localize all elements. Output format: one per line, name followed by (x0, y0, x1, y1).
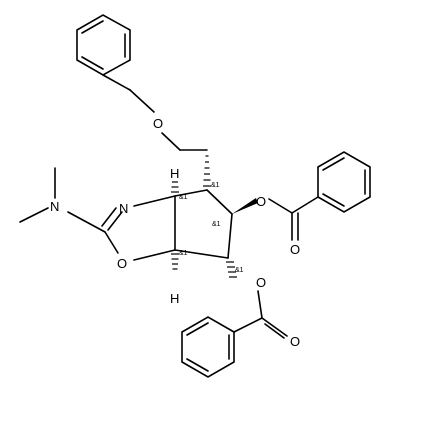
lower-carbonyl-oxygen-atom: O (290, 334, 300, 349)
ether-oxygen-atom: O (153, 116, 163, 131)
dimethylamino-bonds (19, 167, 106, 233)
lower-ester-hashed-bond (226, 261, 237, 278)
lower-ester-oxygen-atom: O (256, 275, 266, 290)
c6a-h-hashed-bond (171, 253, 179, 270)
upper-carbonyl-oxygen-atom: O (290, 242, 300, 257)
lower-ester-bonds (233, 290, 288, 339)
upper-ester-bonds (232, 196, 319, 241)
upper-benzoyl-phenyl-ring (317, 151, 371, 213)
oxazoline-oxygen-atom: O (117, 256, 127, 271)
stereo-label-c6a: &1 (179, 250, 188, 257)
benzyl-oxymethyl-bonds (102, 74, 208, 151)
c3a-h-hashed-bond (171, 181, 179, 193)
stereo-label-c3a: &1 (179, 194, 188, 201)
stereo-label-c4: &1 (211, 182, 220, 189)
cyclopentane-ring-bonds (174, 189, 233, 259)
stereo-label-c6: &1 (235, 267, 244, 274)
lower-benzoyl-phenyl-ring (181, 316, 235, 378)
c6a-hydrogen-atom: H (170, 291, 179, 306)
dimethylamino-nitrogen-atom: N (50, 199, 59, 214)
stereo-label-c5: &1 (212, 221, 221, 228)
oxazoline-ring-bonds (101, 195, 176, 261)
c4-ch2-hashed-bond (203, 155, 211, 187)
oxazoline-nitrogen-atom: N (119, 201, 128, 216)
upper-ester-oxygen-atom: O (256, 194, 266, 209)
c3a-hydrogen-atom: H (170, 166, 179, 181)
benzyl-phenyl-ring (76, 14, 131, 76)
